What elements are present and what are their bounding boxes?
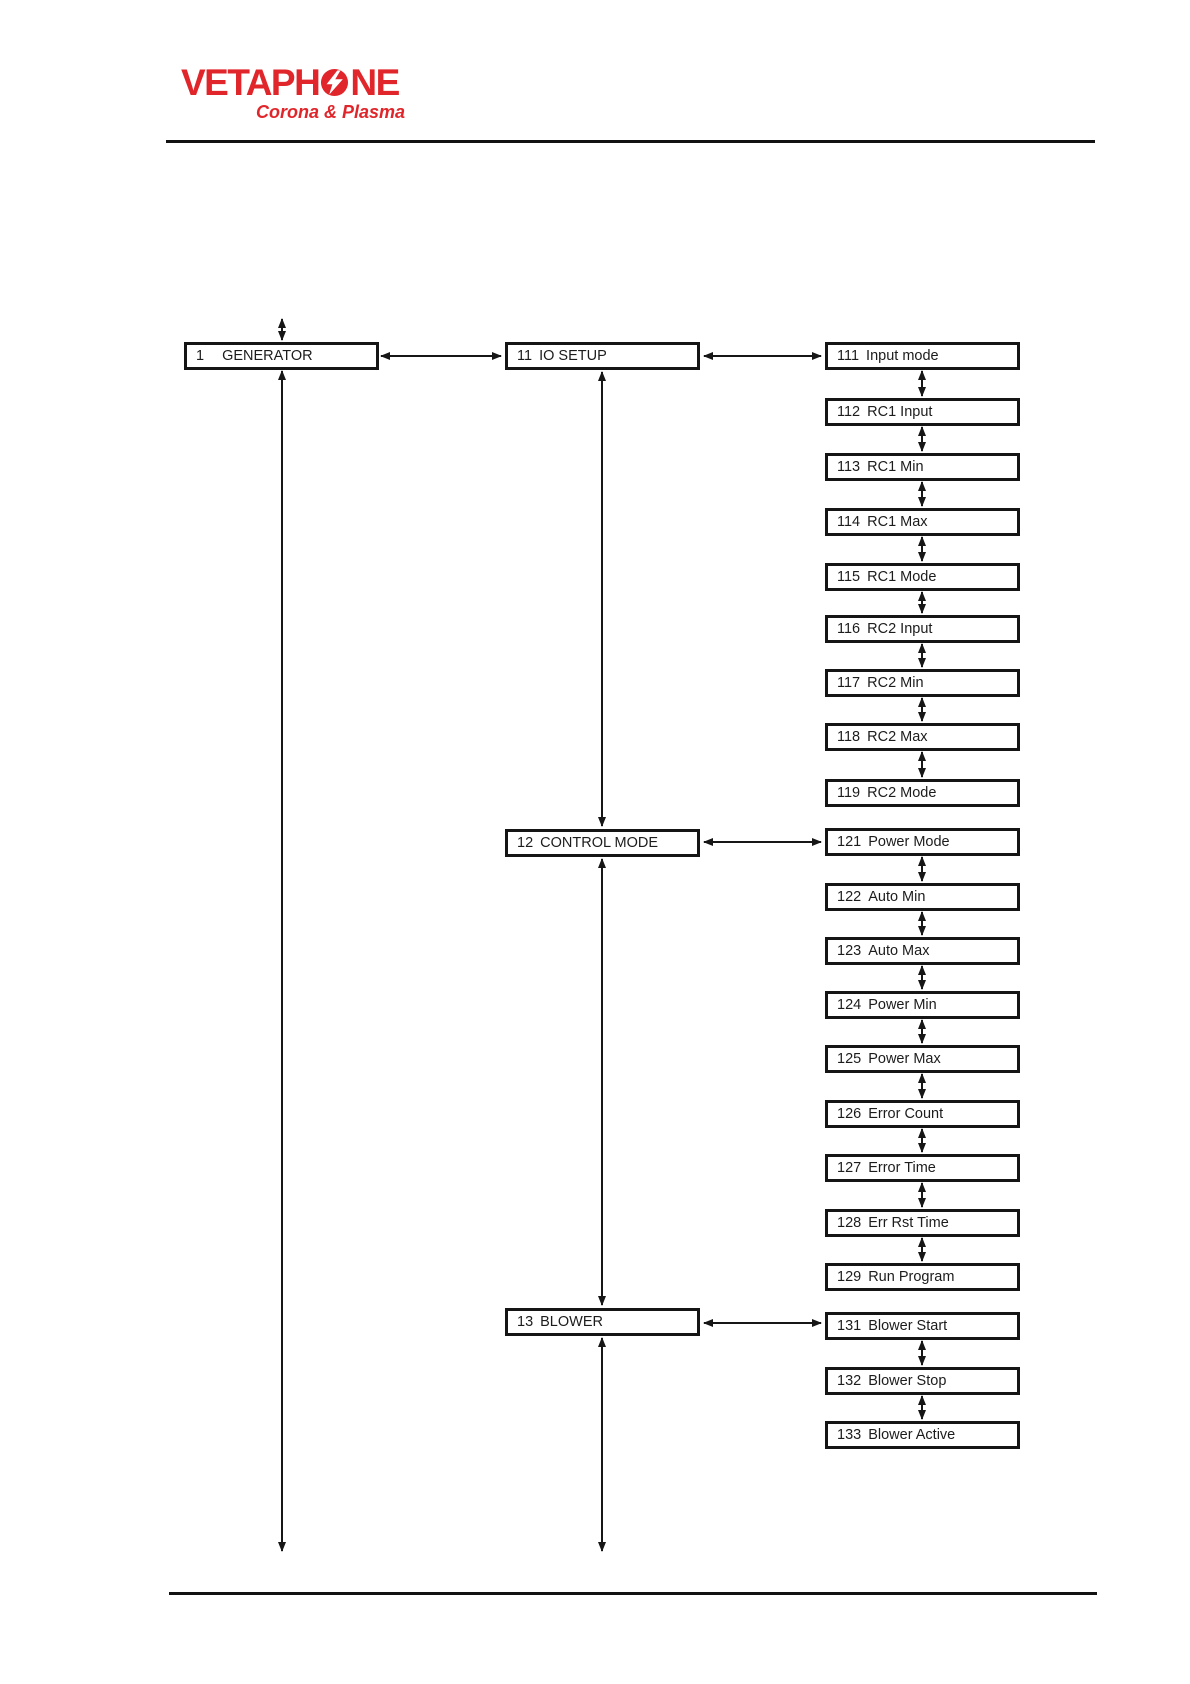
menu-box-117: 117 RC2 Min	[825, 669, 1020, 697]
menu-box-label: RC1 Min	[867, 459, 924, 475]
menu-box-1-generator: 1 GENERATOR	[184, 342, 379, 370]
menu-box-number: 118	[837, 729, 861, 745]
menu-box-label: Power Min	[868, 997, 937, 1013]
menu-box-number: 126	[837, 1106, 862, 1122]
menu-box-13-blower: 13 BLOWER	[505, 1308, 700, 1336]
menu-box-number: 12	[517, 835, 534, 851]
menu-box-number: 131	[837, 1318, 862, 1334]
menu-box-127: 127 Error Time	[825, 1154, 1020, 1182]
menu-box-label: Auto Min	[868, 889, 926, 905]
menu-box-number: 119	[837, 785, 861, 801]
menu-box-118: 118 RC2 Max	[825, 723, 1020, 751]
menu-box-number: 113	[837, 459, 861, 475]
menu-box-label: IO SETUP	[539, 348, 607, 364]
menu-box-number: 114	[837, 514, 861, 530]
menu-box-121: 121 Power Mode	[825, 828, 1020, 856]
menu-box-number: 112	[837, 404, 861, 420]
menu-box-label: Run Program	[868, 1269, 955, 1285]
menu-box-label: Auto Max	[868, 943, 930, 959]
menu-box-label: Input mode	[866, 348, 939, 364]
menu-box-label: GENERATOR	[222, 348, 313, 364]
menu-box-number: 116	[837, 621, 861, 637]
menu-box-111: 111 Input mode	[825, 342, 1020, 370]
menu-box-11-io-setup: 11 IO SETUP	[505, 342, 700, 370]
menu-box-number: 115	[837, 569, 861, 585]
menu-box-label: BLOWER	[540, 1314, 603, 1330]
menu-box-number: 13	[517, 1314, 534, 1330]
header-divider	[166, 140, 1095, 143]
menu-box-label: RC2 Input	[867, 621, 933, 637]
brand-text-suffix: NE	[350, 62, 400, 103]
lightning-bolt-icon	[321, 68, 349, 97]
menu-box-number: 121	[837, 834, 862, 850]
menu-box-number: 123	[837, 943, 862, 959]
menu-box-label: RC1 Mode	[867, 569, 937, 585]
menu-box-12-control-mode: 12 CONTROL MODE	[505, 829, 700, 857]
menu-box-114: 114 RC1 Max	[825, 508, 1020, 536]
menu-box-number: 117	[837, 675, 861, 691]
menu-box-129: 129 Run Program	[825, 1263, 1020, 1291]
menu-box-number: 127	[837, 1160, 862, 1176]
menu-box-number: 124	[837, 997, 862, 1013]
menu-box-123: 123 Auto Max	[825, 937, 1020, 965]
menu-box-label: Power Mode	[868, 834, 950, 850]
brand-tagline: Corona & Plasma	[255, 102, 405, 122]
menu-box-number: 133	[837, 1427, 862, 1443]
menu-box-label: CONTROL MODE	[540, 835, 659, 851]
menu-box-number: 11	[517, 348, 533, 364]
brand-text-prefix: VETAPH	[181, 62, 321, 103]
menu-box-number: 1	[196, 348, 205, 364]
menu-box-label: RC1 Input	[867, 404, 933, 420]
vetaphone-logo: VETAPH NE Corona & Plasma	[181, 64, 405, 123]
menu-box-label: RC2 Max	[867, 729, 928, 745]
menu-box-number: 129	[837, 1269, 862, 1285]
menu-box-number: 111	[837, 348, 860, 364]
menu-box-label: Error Time	[868, 1160, 936, 1176]
menu-box-label: RC2 Min	[867, 675, 924, 691]
menu-box-label: Blower Stop	[868, 1373, 947, 1389]
menu-box-number: 122	[837, 889, 862, 905]
menu-box-133: 133 Blower Active	[825, 1421, 1020, 1449]
menu-box-131: 131 Blower Start	[825, 1312, 1020, 1340]
menu-box-label: Blower Start	[868, 1318, 948, 1334]
menu-box-132: 132 Blower Stop	[825, 1367, 1020, 1395]
menu-box-label: RC1 Max	[867, 514, 928, 530]
menu-box-label: RC2 Mode	[867, 785, 937, 801]
menu-box-label: Error Count	[868, 1106, 944, 1122]
menu-box-115: 115 RC1 Mode	[825, 563, 1020, 591]
menu-box-125: 125 Power Max	[825, 1045, 1020, 1073]
menu-box-119: 119 RC2 Mode	[825, 779, 1020, 807]
menu-box-122: 122 Auto Min	[825, 883, 1020, 911]
footer-divider	[169, 1592, 1097, 1595]
menu-box-number: 132	[837, 1373, 862, 1389]
menu-box-112: 112 RC1 Input	[825, 398, 1020, 426]
menu-box-113: 113 RC1 Min	[825, 453, 1020, 481]
menu-box-label: Power Max	[868, 1051, 941, 1067]
menu-box-number: 125	[837, 1051, 862, 1067]
menu-box-128: 128 Err Rst Time	[825, 1209, 1020, 1237]
menu-box-label: Err Rst Time	[868, 1215, 949, 1231]
menu-box-116: 116 RC2 Input	[825, 615, 1020, 643]
brand-wordmark: VETAPH NE	[181, 64, 405, 101]
menu-box-126: 126 Error Count	[825, 1100, 1020, 1128]
menu-box-label: Blower Active	[868, 1427, 956, 1443]
menu-box-124: 124 Power Min	[825, 991, 1020, 1019]
menu-box-number: 128	[837, 1215, 862, 1231]
